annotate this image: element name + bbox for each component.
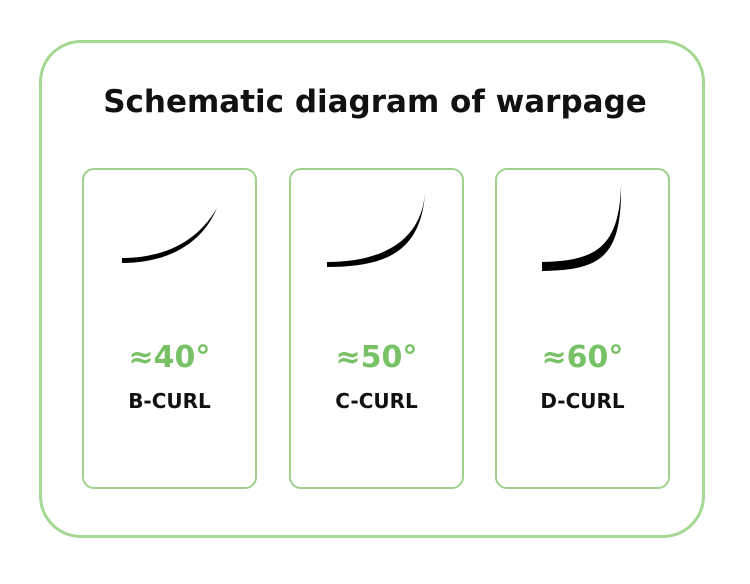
curl-name: D-CURL (540, 389, 625, 413)
curl-card-b: ≈40° B-CURL (82, 168, 257, 489)
curl-angle: ≈40° (128, 340, 211, 375)
d-curl-lash-icon (542, 186, 622, 271)
b-curl-lash-icon (122, 208, 217, 263)
curl-name: B-CURL (128, 389, 211, 413)
curl-angle: ≈60° (541, 340, 624, 375)
diagram-title: Schematic diagram of warpage (103, 84, 647, 120)
curl-card-d: ≈60° D-CURL (495, 168, 670, 489)
curl-angle: ≈50° (335, 340, 418, 375)
curl-card-c: ≈50° C-CURL (289, 168, 464, 489)
c-curl-lash-icon (327, 193, 425, 267)
curl-name: C-CURL (335, 389, 418, 413)
diagram-frame (39, 40, 705, 538)
